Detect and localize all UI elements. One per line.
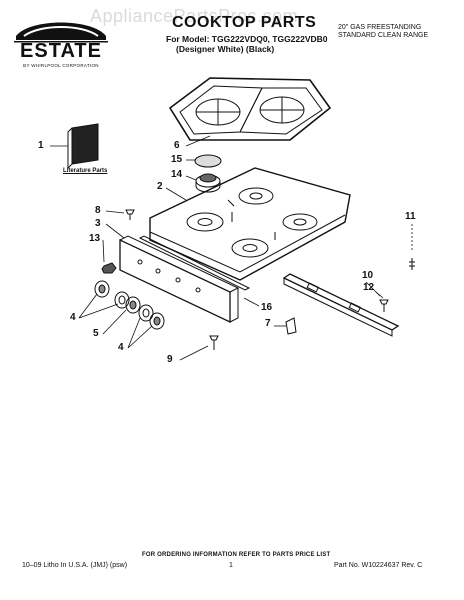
part-number: Part No. W10224637 Rev. C xyxy=(334,562,423,569)
burner-cap xyxy=(194,154,222,168)
literature-parts-label: Literature Parts xyxy=(63,168,108,174)
callout-11: 11 xyxy=(405,211,416,222)
screw-bottom xyxy=(209,335,219,350)
litho-info: 10–09 Litho In U.S.A. (JMJ) (psw) xyxy=(22,562,128,569)
callout-16: 16 xyxy=(261,302,273,313)
callout-12: 12 xyxy=(363,282,375,293)
part-11 xyxy=(409,258,415,270)
clip xyxy=(285,317,297,335)
page-title: COOKTOP PARTS xyxy=(172,14,317,31)
callout-4-upper: 4 xyxy=(70,312,76,323)
callout-4-lower: 4 xyxy=(118,342,124,353)
range-type-line2: STANDARD CLEAN RANGE xyxy=(338,32,429,39)
screw-top xyxy=(125,209,135,220)
page-number: 1 xyxy=(229,562,233,569)
grate xyxy=(168,77,332,141)
ordering-note: FOR ORDERING INFORMATION REFER TO PARTS … xyxy=(142,552,331,558)
callout-6: 6 xyxy=(174,140,180,151)
trim-strip xyxy=(138,235,251,291)
callout-3: 3 xyxy=(95,218,101,229)
manifold-panel xyxy=(119,235,240,324)
callout-15: 15 xyxy=(171,154,183,165)
callout-7: 7 xyxy=(265,318,271,329)
leader-lines xyxy=(50,135,413,361)
estate-logo xyxy=(14,22,108,43)
control-knobs xyxy=(94,280,165,330)
model-line: For Model: TGG222VDQ0, TGG222VDB0 xyxy=(166,34,328,44)
callout-5: 5 xyxy=(93,328,99,339)
brand-subtitle: BY WHIRLPOOL CORPORATION xyxy=(23,63,99,68)
callout-9: 9 xyxy=(167,354,173,365)
range-type-line1: 20" GAS FREESTANDING xyxy=(338,24,422,31)
watermark: AppliancePartsPros.com xyxy=(90,6,299,26)
screw-bracket xyxy=(379,299,389,312)
variant-line: (Designer White) (Black) xyxy=(176,44,275,54)
callout-10: 10 xyxy=(362,270,374,281)
hex-nut xyxy=(101,262,117,274)
cooktop-panel xyxy=(149,167,351,281)
literature-booklet xyxy=(67,123,99,170)
callout-13: 13 xyxy=(89,233,101,244)
callout-8: 8 xyxy=(95,205,101,216)
callout-1: 1 xyxy=(38,140,44,151)
callout-2: 2 xyxy=(157,181,163,192)
burner-base xyxy=(195,173,221,193)
rear-bracket xyxy=(282,273,400,337)
brand-name: ESTATE xyxy=(20,40,102,62)
callout-14: 14 xyxy=(171,169,183,180)
